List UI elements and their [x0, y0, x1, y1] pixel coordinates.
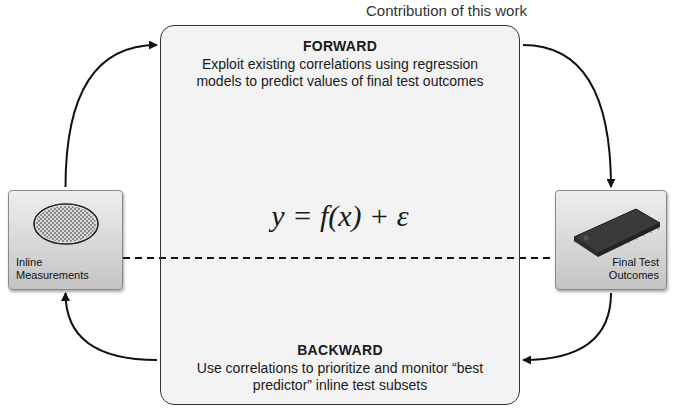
final-test-box: Final Test Outcomes: [555, 190, 667, 290]
node-label: Final Test Outcomes: [579, 256, 659, 282]
equation: y = f(x) + ε: [161, 198, 519, 234]
connector: [523, 45, 611, 187]
node-label: Inline Measurements: [16, 256, 98, 282]
panel-caption: Contribution of this work: [366, 2, 527, 19]
contribution-panel: FORWARD Exploit existing correlations usi…: [160, 25, 520, 405]
section-heading: FORWARD: [161, 38, 519, 54]
connector: [66, 293, 158, 360]
connector: [523, 293, 611, 360]
section-body: Use correlations to prioritize and monit…: [191, 360, 489, 394]
connector: [66, 45, 158, 187]
chip-illustration: [556, 191, 668, 261]
section-heading: BACKWARD: [161, 342, 519, 358]
inline-measurement-box: Inline Measurements: [8, 190, 123, 290]
wafer-illustration: [9, 191, 124, 261]
section-body: Exploit existing correlations using regr…: [195, 56, 485, 90]
